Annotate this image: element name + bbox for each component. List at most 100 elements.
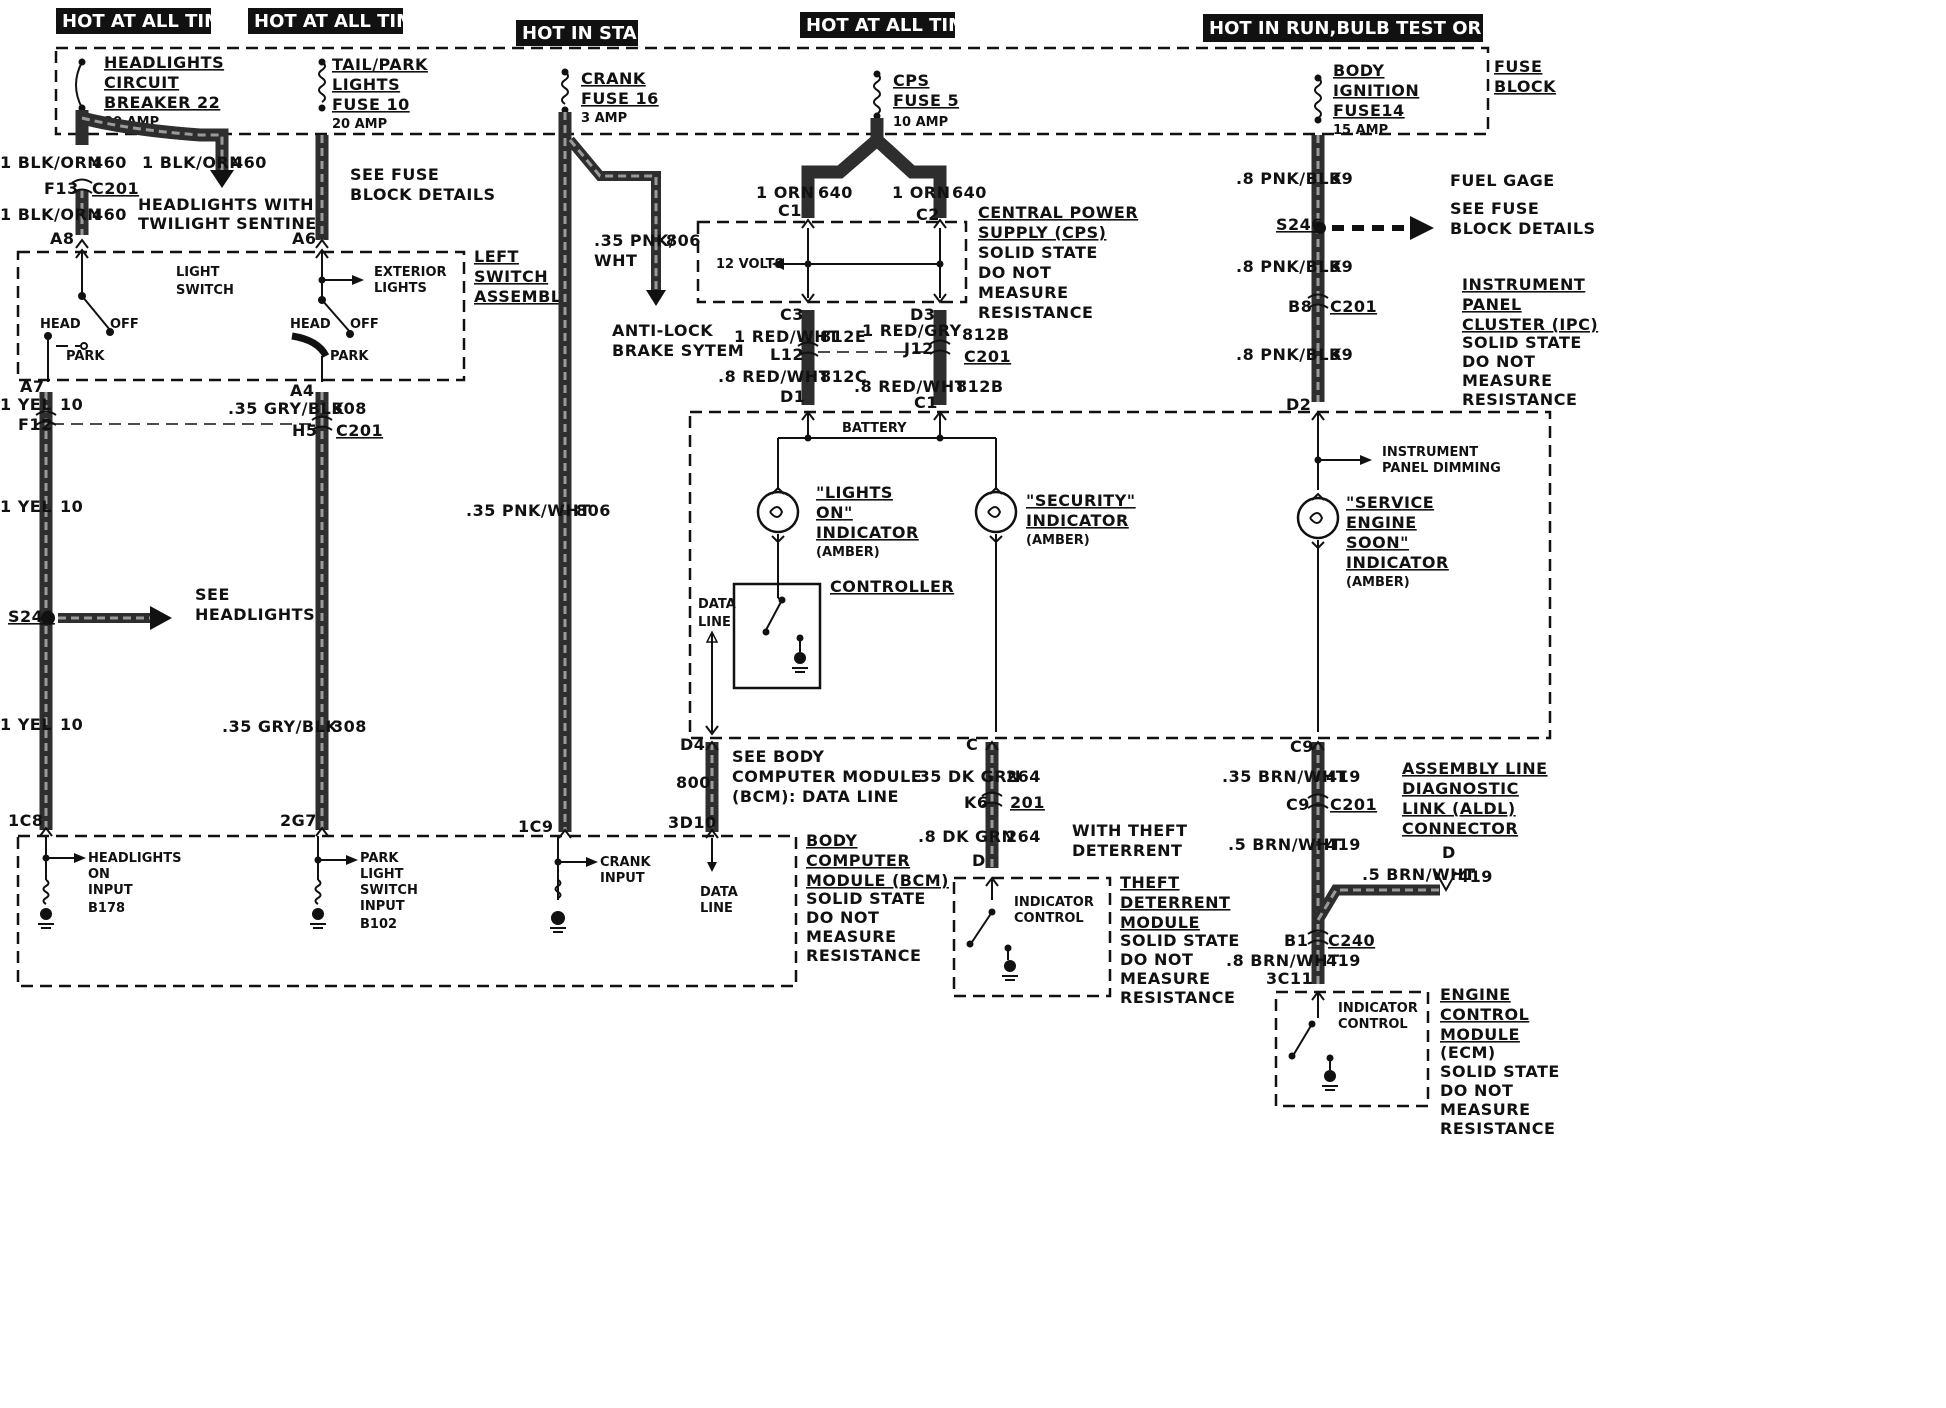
svg-text:10: 10 <box>60 715 83 734</box>
svg-text:C2: C2 <box>916 205 940 224</box>
svg-text:SEE BODY: SEE BODY <box>732 747 824 766</box>
header-hot-at-all-times-3: HOT AT ALL TIMES <box>806 15 991 36</box>
svg-text:BODY: BODY <box>806 831 858 850</box>
central-power-supply: 1 ORN 640 C1 1 ORN 640 C2 12 VOLTS CENTR… <box>696 118 1138 412</box>
header-hot-in-start: HOT IN START <box>522 23 663 44</box>
svg-text:CONTROL: CONTROL <box>1338 1017 1408 1032</box>
svg-text:CRANK: CRANK <box>600 855 651 870</box>
svg-text:C240: C240 <box>1328 931 1375 950</box>
svg-text:10: 10 <box>60 395 83 414</box>
svg-text:"SECURITY": "SECURITY" <box>1026 491 1136 510</box>
svg-text:39: 39 <box>1330 257 1353 276</box>
svg-text:ENGINE: ENGINE <box>1440 985 1511 1004</box>
svg-text:INPUT: INPUT <box>88 883 133 898</box>
svg-text:LINK (ALDL): LINK (ALDL) <box>1402 799 1516 818</box>
svg-text:SWITCH: SWITCH <box>474 267 548 286</box>
svg-text:A6: A6 <box>292 229 317 248</box>
theft-deterrent-circuit: C .35 DK GRN 264 K6 201 .8 DK GRN 264 D … <box>912 735 1188 870</box>
svg-text:MODULE (BCM): MODULE (BCM) <box>806 871 949 890</box>
svg-text:264: 264 <box>1006 767 1041 786</box>
svg-text:1 ORN: 1 ORN <box>756 183 815 202</box>
svg-text:FUSE 16: FUSE 16 <box>581 89 659 108</box>
svg-text:800: 800 <box>676 773 711 792</box>
svg-text:WITH THEFT: WITH THEFT <box>1072 821 1188 840</box>
svg-text:FUSE: FUSE <box>1494 57 1542 76</box>
svg-text:419: 419 <box>1326 835 1361 854</box>
svg-text:SOLID STATE: SOLID STATE <box>1440 1062 1560 1081</box>
svg-text:SOLID STATE: SOLID STATE <box>1462 333 1582 352</box>
svg-text:SOLID STATE: SOLID STATE <box>978 243 1098 262</box>
svg-text:10: 10 <box>60 497 83 516</box>
svg-text:"LIGHTS: "LIGHTS <box>816 483 893 502</box>
svg-text:FUEL GAGE: FUEL GAGE <box>1450 171 1555 190</box>
svg-text:C: C <box>966 735 978 754</box>
svg-text:WHT: WHT <box>594 251 637 270</box>
svg-text:SEE FUSE: SEE FUSE <box>1450 199 1539 218</box>
svg-text:C1: C1 <box>778 201 802 220</box>
svg-text:DATA: DATA <box>700 885 738 900</box>
svg-text:BODY: BODY <box>1333 61 1385 80</box>
svg-text:(AMBER): (AMBER) <box>1346 575 1410 590</box>
svg-text:308: 308 <box>332 399 367 418</box>
svg-text:3C11: 3C11 <box>1266 969 1313 988</box>
svg-text:D: D <box>972 851 986 870</box>
svg-text:ASSEMBLY LINE: ASSEMBLY LINE <box>1402 759 1548 778</box>
svg-text:ANTI-LOCK: ANTI-LOCK <box>612 321 713 340</box>
svg-text:D2: D2 <box>1286 395 1311 414</box>
svg-text:C1: C1 <box>914 393 938 412</box>
svg-text:12 VOLTS: 12 VOLTS <box>716 257 784 272</box>
svg-text:.35 PNK/WHT: .35 PNK/WHT <box>466 501 591 520</box>
svg-text:460: 460 <box>92 205 127 224</box>
svg-text:RESISTANCE: RESISTANCE <box>978 303 1093 322</box>
svg-text:D1: D1 <box>780 387 805 406</box>
svg-text:D4: D4 <box>680 735 705 754</box>
svg-text:CONNECTOR: CONNECTOR <box>1402 819 1518 838</box>
svg-text:LINE: LINE <box>700 901 733 916</box>
svg-text:A7: A7 <box>20 377 45 396</box>
svg-text:INPUT: INPUT <box>600 871 645 886</box>
svg-text:COMPUTER MODULE: COMPUTER MODULE <box>732 767 922 786</box>
svg-text:INDICATOR: INDICATOR <box>1346 553 1449 572</box>
svg-text:.8 PNK/BLK: .8 PNK/BLK <box>1236 257 1342 276</box>
svg-text:MODULE: MODULE <box>1440 1025 1520 1044</box>
svg-text:INPUT: INPUT <box>360 899 405 914</box>
svg-text:INDICATOR: INDICATOR <box>816 523 919 542</box>
svg-text:.8 PNK/BLK: .8 PNK/BLK <box>1236 345 1342 364</box>
svg-text:DETERRENT: DETERRENT <box>1120 893 1230 912</box>
svg-text:(ECM): (ECM) <box>1440 1043 1496 1062</box>
svg-text:806: 806 <box>576 501 611 520</box>
svg-text:MEASURE: MEASURE <box>1440 1100 1531 1119</box>
tail-park-circuit: SEE FUSE BLOCK DETAILS A6 A4 .35 GRY/BLK… <box>52 135 495 837</box>
svg-text:39: 39 <box>1330 169 1353 188</box>
svg-text:CONTROL: CONTROL <box>1440 1005 1529 1024</box>
svg-text:812E: 812E <box>820 327 866 346</box>
svg-text:DO NOT: DO NOT <box>806 908 879 927</box>
svg-text:.8 DK GRN: .8 DK GRN <box>918 827 1015 846</box>
svg-text:LINE: LINE <box>698 615 731 630</box>
svg-text:1 YEL: 1 YEL <box>0 497 52 516</box>
svg-text:.35 BRN/WHT: .35 BRN/WHT <box>1222 767 1347 786</box>
svg-text:A4: A4 <box>290 381 315 400</box>
svg-text:(BCM): DATA LINE: (BCM): DATA LINE <box>732 787 899 806</box>
headlights-circuit: 1 BLK/ORN 460 1 BLK/ORN 460 F13 C201 1 B… <box>0 110 327 837</box>
svg-text:SOLID STATE: SOLID STATE <box>806 889 926 908</box>
svg-text:F12: F12 <box>18 415 53 434</box>
svg-text:812B: 812B <box>956 377 1004 396</box>
svg-text:1 RED/GRY: 1 RED/GRY <box>862 321 962 340</box>
header-hot-at-all-times-2: HOT AT ALL TIMES <box>254 11 439 32</box>
svg-text:(AMBER): (AMBER) <box>816 545 880 560</box>
svg-text:1 YEL: 1 YEL <box>0 395 52 414</box>
svg-text:L12: L12 <box>770 345 804 364</box>
svg-text:B1: B1 <box>1284 931 1308 950</box>
svg-text:264: 264 <box>1006 827 1041 846</box>
svg-text:MEASURE: MEASURE <box>1120 969 1211 988</box>
svg-text:"SERVICE: "SERVICE <box>1346 493 1434 512</box>
crank-circuit: .35 PNK/ WHT 806 ANTI-LOCK BRAKE SYTEM .… <box>466 112 744 839</box>
svg-text:COMPUTER: COMPUTER <box>806 851 910 870</box>
data-line-circuit: D4 800 SEE BODY COMPUTER MODULE (BCM): D… <box>668 735 922 839</box>
instrument-panel-cluster: BATTERY "LIGHTS ON" INDICATOR (AMBER) "S… <box>688 135 1598 740</box>
theft-deterrent-module: INDICATOR CONTROL THEFT DETERRENT MODULE… <box>952 873 1239 1007</box>
svg-text:DIAGNOSTIC: DIAGNOSTIC <box>1402 779 1519 798</box>
engine-control-module: INDICATOR CONTROL ENGINE CONTROL MODULE … <box>1274 985 1560 1138</box>
svg-text:.5 BRN/WHT: .5 BRN/WHT <box>1228 835 1341 854</box>
